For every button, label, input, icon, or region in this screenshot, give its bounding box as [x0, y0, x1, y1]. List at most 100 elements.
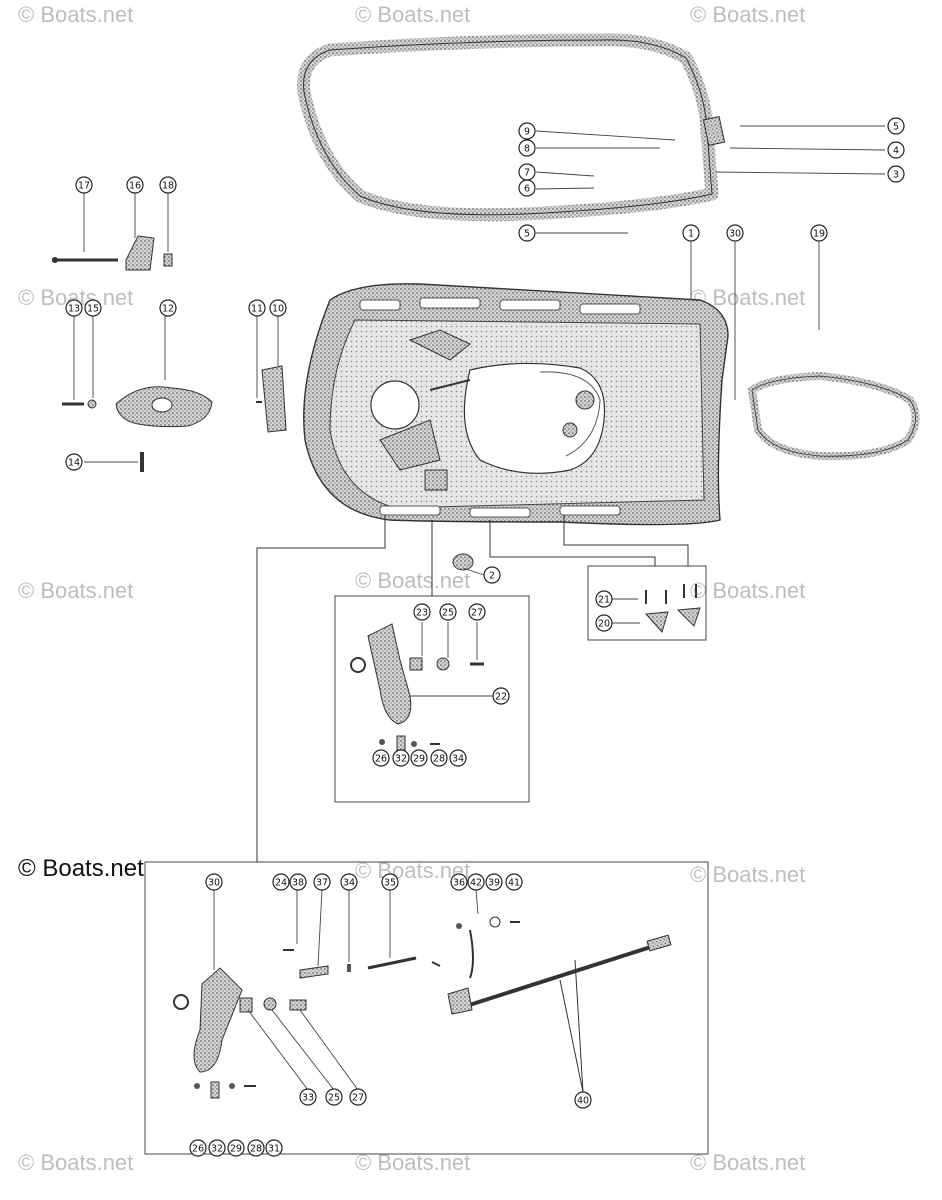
callout-5: 5 [887, 117, 905, 135]
watermark: © Boats.net [18, 1150, 134, 1175]
callout-38: 38 [289, 873, 307, 891]
callout-28: 28 [430, 749, 448, 767]
callout-25: 25 [439, 603, 457, 621]
callout-2: 2 [483, 566, 501, 584]
callout-number: 26 [192, 1144, 204, 1155]
callout-number: 26 [375, 754, 387, 765]
callout-40: 40 [574, 1091, 592, 1109]
callout-5: 5 [518, 224, 536, 242]
bottom-cowl-drawing [303, 283, 729, 526]
callout-30: 30 [205, 873, 223, 891]
callout-number: 9 [524, 127, 530, 138]
callout-number: 29 [230, 1144, 242, 1155]
callout-number: 5 [893, 122, 899, 133]
callout-number: 35 [384, 878, 396, 889]
callout-number: 13 [68, 304, 80, 315]
callout-leaders [73, 125, 886, 1091]
callout-number: 41 [508, 878, 520, 889]
callout-number: 34 [452, 754, 464, 765]
callout-number: 32 [395, 754, 407, 765]
callout-number: 22 [495, 692, 507, 703]
callout-14: 14 [65, 453, 83, 471]
cover-gasket-drawing [747, 371, 920, 461]
callout-number: 7 [524, 168, 530, 179]
callout-number: 18 [162, 181, 174, 192]
callout-29: 29 [227, 1139, 245, 1157]
callout-number: 6 [524, 184, 530, 195]
callout-number: 2 [489, 571, 495, 582]
callout-32: 32 [208, 1139, 226, 1157]
callout-number: 12 [162, 304, 174, 315]
left-parts-drawing [52, 235, 287, 472]
watermark: © Boats.net [690, 2, 806, 27]
callout-16: 16 [126, 176, 144, 194]
callout-29: 29 [410, 749, 428, 767]
callout-number: 30 [729, 229, 741, 240]
leader-connectors [256, 515, 689, 1093]
callout-10: 10 [269, 299, 287, 317]
callout-27: 27 [468, 603, 486, 621]
callout-22: 22 [492, 687, 510, 705]
throttle-linkage-inset-drawing [144, 861, 709, 1155]
callout-number: 29 [413, 754, 425, 765]
callout-25: 25 [325, 1088, 343, 1106]
callout-36: 36 [450, 873, 468, 891]
callout-number: 10 [272, 304, 284, 315]
callout-number: 20 [598, 619, 610, 630]
callout-number: 36 [453, 878, 465, 889]
callout-number: 17 [78, 181, 90, 192]
callout-number: 8 [524, 144, 530, 155]
callout-42: 42 [467, 873, 485, 891]
callout-3: 3 [887, 165, 905, 183]
callout-number: 33 [302, 1093, 314, 1104]
callout-33: 33 [299, 1088, 317, 1106]
callout-34: 34 [449, 749, 467, 767]
callout-12: 12 [159, 299, 177, 317]
callout-number: 39 [488, 878, 500, 889]
callout-number: 19 [813, 229, 825, 240]
callout-number: 25 [442, 608, 454, 619]
callout-number: 32 [211, 1144, 223, 1155]
callout-21: 21 [595, 590, 613, 608]
watermark-main: © Boats.net [18, 855, 144, 882]
callout-26: 26 [372, 749, 390, 767]
callout-number: 40 [577, 1096, 589, 1107]
callout-number: 34 [343, 878, 355, 889]
callout-18: 18 [159, 176, 177, 194]
callout-number: 38 [292, 878, 304, 889]
callout-1: 1 [682, 224, 700, 242]
callout-7: 7 [518, 163, 536, 181]
callout-4: 4 [887, 141, 905, 159]
callout-number: 21 [598, 595, 610, 606]
callout-31: 31 [265, 1139, 283, 1157]
callout-24: 24 [272, 873, 290, 891]
callout-8: 8 [518, 139, 536, 157]
callout-41: 41 [505, 873, 523, 891]
callout-23: 23 [413, 603, 431, 621]
callout-9: 9 [518, 122, 536, 140]
callout-35: 35 [381, 873, 399, 891]
callout-37: 37 [313, 873, 331, 891]
callout-number: 27 [352, 1093, 364, 1104]
callout-30: 30 [726, 224, 744, 242]
callout-6: 6 [518, 179, 536, 197]
watermark: © Boats.net [355, 568, 471, 593]
callout-number: 1 [688, 229, 694, 240]
callout-number: 15 [87, 304, 99, 315]
callout-number: 42 [470, 878, 482, 889]
callout-20: 20 [595, 614, 613, 632]
callout-number: 3 [893, 170, 899, 181]
callout-number: 27 [471, 608, 483, 619]
watermark: © Boats.net [690, 578, 806, 603]
callout-number: 11 [251, 304, 263, 315]
callout-number: 24 [275, 878, 287, 889]
callout-27: 27 [349, 1088, 367, 1106]
callout-17: 17 [75, 176, 93, 194]
callout-number: 4 [893, 146, 899, 157]
watermark: © Boats.net [355, 2, 471, 27]
callout-11: 11 [248, 299, 266, 317]
watermark: © Boats.net [690, 1150, 806, 1175]
